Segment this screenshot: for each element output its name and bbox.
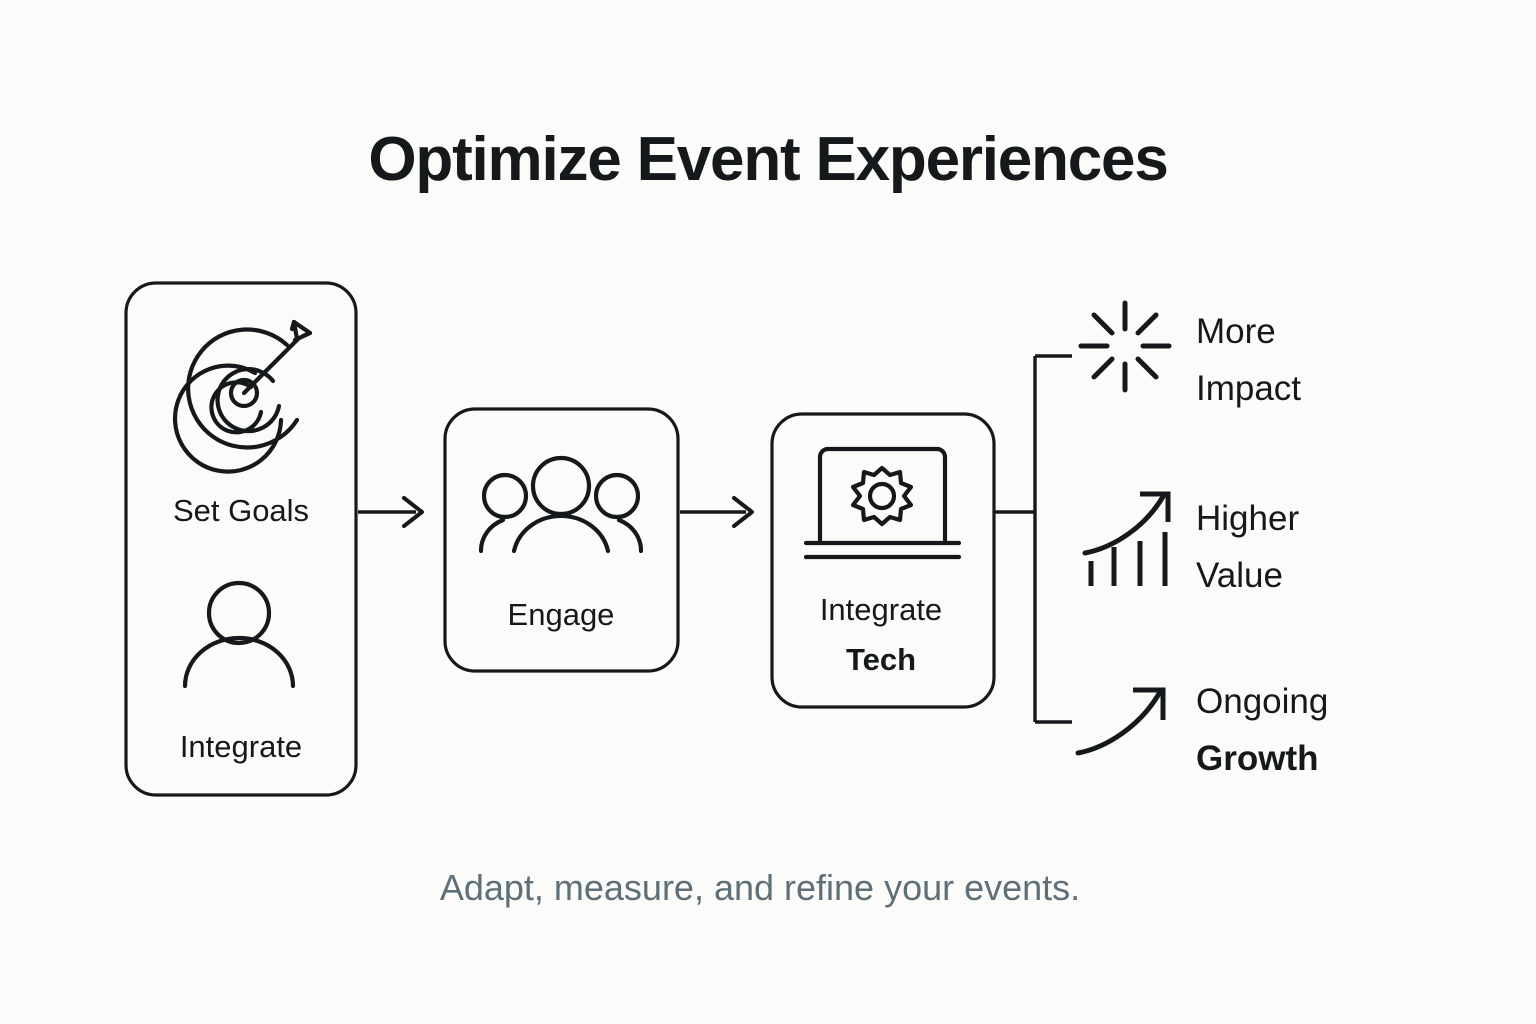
outcome-ongoing-growth[interactable]: Ongoing Growth — [1075, 682, 1328, 778]
outcome-3-line2: Growth — [1196, 739, 1318, 778]
outcome-more-impact[interactable]: More Impact — [1078, 300, 1301, 408]
laptop-gear-icon — [803, 446, 962, 560]
outcome-higher-value[interactable]: Higher Value — [1082, 491, 1299, 595]
sparkle-burst-icon — [1078, 300, 1172, 393]
page-title: Optimize Event Experiences — [368, 125, 1167, 194]
connector-arrow-2 — [680, 496, 754, 528]
stage-inputs-label-1: Set Goals — [173, 493, 309, 528]
people-group-icon — [478, 455, 644, 554]
stage-tech-card-border — [770, 412, 996, 709]
outcome-2-line1: Higher — [1196, 499, 1299, 538]
outcome-1-line2: Impact — [1196, 369, 1301, 408]
stage-tech-card[interactable]: Integrate Tech — [770, 412, 996, 709]
outcome-3-line1: Ongoing — [1196, 682, 1328, 721]
outcome-1-line1: More — [1196, 312, 1276, 351]
stage-tech-label-line2: Tech — [846, 642, 916, 677]
footer-caption: Adapt, measure, and refine your events. — [440, 867, 1080, 908]
stage-inputs-label-2: Integrate — [180, 729, 302, 764]
rising-arrow-icon — [1075, 687, 1166, 756]
stage-tech-label-line1: Integrate — [820, 592, 942, 627]
stage-inputs-card[interactable]: Set Goals Integrate — [124, 281, 358, 797]
outcomes-bracket — [995, 354, 1072, 724]
person-icon — [182, 580, 296, 689]
stage-engage-card-border — [443, 407, 680, 673]
stage-engage-card[interactable]: Engage — [443, 407, 680, 673]
connector-arrow-1 — [358, 496, 424, 528]
target-arrow-icon — [172, 319, 313, 474]
stage-engage-label: Engage — [508, 597, 615, 632]
outcome-2-line2: Value — [1196, 556, 1283, 595]
stage-inputs-card-border — [124, 281, 358, 797]
growth-bars-icon — [1082, 491, 1171, 586]
